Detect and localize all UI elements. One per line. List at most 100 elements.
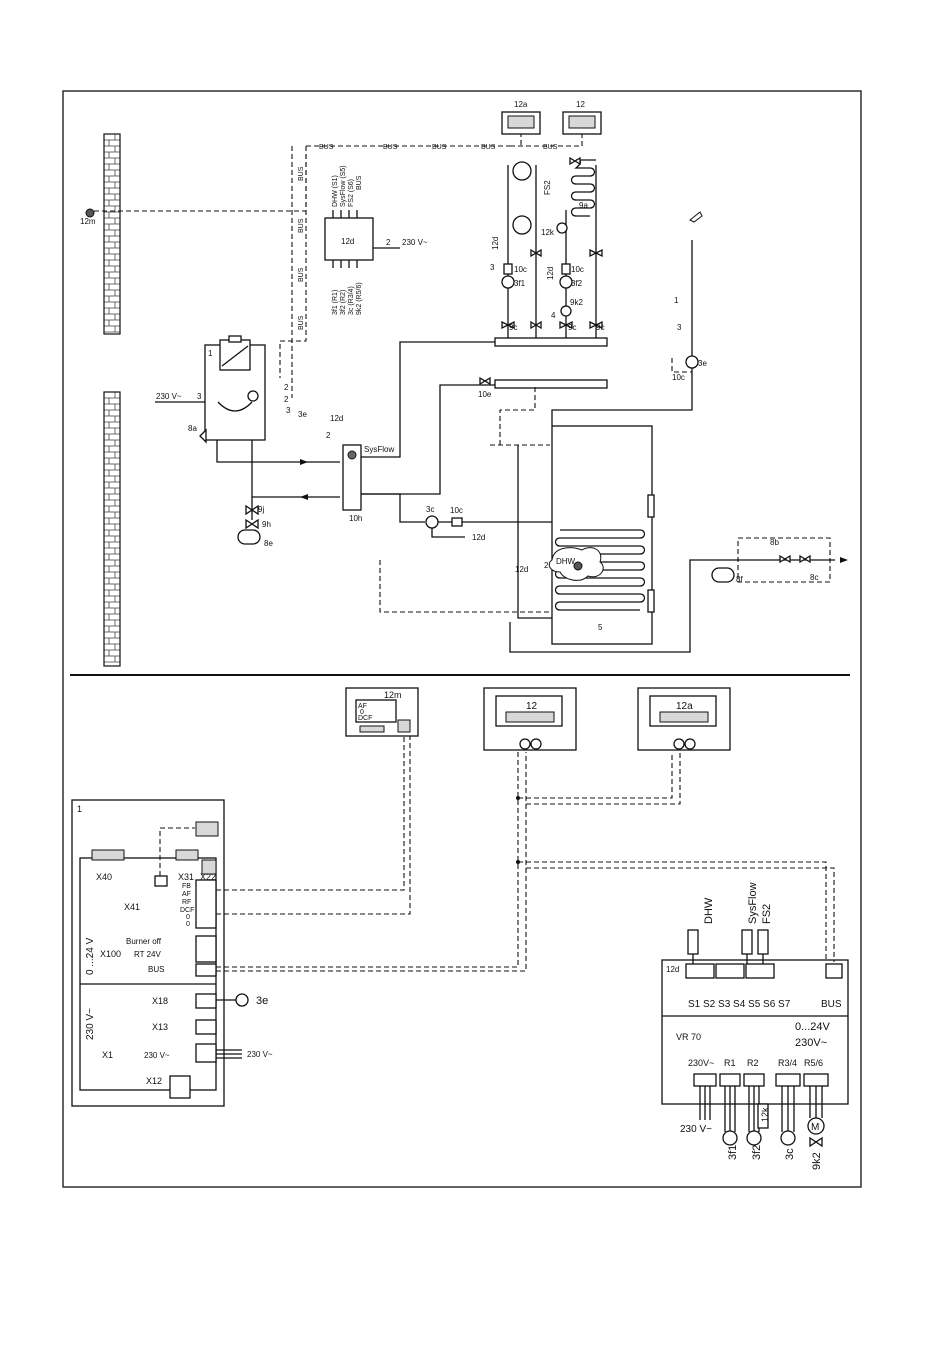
heating-return-main bbox=[361, 384, 500, 495]
remote-term-0: 0 bbox=[360, 709, 364, 716]
range-low-label: 0 ...24 V bbox=[85, 937, 96, 975]
pump-3e-circ-label: 3e bbox=[698, 359, 707, 368]
cold-inlet-arrow-icon bbox=[840, 557, 848, 563]
sensor-12d-dhw: 12d bbox=[515, 565, 528, 574]
heating-flow-main bbox=[361, 341, 500, 458]
x-small-connector bbox=[154, 875, 168, 887]
vr70-s-block-2 bbox=[715, 963, 745, 979]
sensor-12d-rad: 12d bbox=[491, 237, 500, 250]
sensor-wire-manifold bbox=[499, 385, 536, 445]
num-2-boiler-a: 2 bbox=[284, 383, 289, 392]
module-in-2: FS2 (S6) bbox=[348, 179, 355, 207]
valve-9h-label: 9h bbox=[262, 520, 271, 529]
bus-label-3: BUS bbox=[298, 267, 305, 282]
num-2-module: 2 bbox=[386, 238, 391, 247]
valve-10c-cyl-icon bbox=[451, 517, 463, 527]
return-pipe bbox=[251, 440, 340, 498]
valve-10c-cyl-label: 10c bbox=[450, 506, 463, 515]
module-out-3: 9k2 (R5/6) bbox=[356, 282, 363, 315]
pump-3e-elec-label: 3e bbox=[256, 995, 268, 1007]
bus-label-4: BUS bbox=[298, 315, 305, 330]
label-12m: 12m bbox=[80, 217, 96, 226]
valve-8a-label: 8a bbox=[188, 424, 197, 433]
valve-10c-rad: 10c bbox=[514, 265, 527, 274]
valve-9c-label-3: 9c bbox=[596, 323, 604, 332]
num-1-circ: 1 bbox=[674, 296, 679, 305]
vessel-8e-label: 8e bbox=[264, 539, 273, 548]
module-in-0: DHW (S1) bbox=[332, 175, 339, 207]
pump-3c-elec-icon bbox=[780, 1130, 796, 1146]
vr70-out-r34: R3/4 bbox=[778, 1058, 797, 1068]
x1-block bbox=[195, 1043, 217, 1063]
vr70-s-block-1 bbox=[685, 963, 715, 979]
svg-text:12d: 12d bbox=[341, 237, 354, 246]
module-12d-schematic: 12d bbox=[324, 210, 400, 268]
vr70-sensor-label-dhw: DHW bbox=[703, 897, 715, 924]
vr70-label: 12d bbox=[666, 965, 679, 974]
bus-label-7: BUS bbox=[432, 144, 447, 151]
pump-3f2-label: 3f2 bbox=[571, 279, 583, 288]
vr70-out-block-3 bbox=[743, 1073, 765, 1087]
pump-3e-label: 3e bbox=[298, 410, 307, 419]
group-8c-label: 8c bbox=[810, 573, 818, 582]
num-3-boiler: 3 bbox=[197, 392, 202, 401]
num-3-rad: 3 bbox=[490, 263, 495, 272]
dhw-sensor-icon bbox=[573, 561, 583, 571]
x18-label: X18 bbox=[152, 996, 168, 1006]
valve-9k2-label: 9k2 bbox=[570, 298, 583, 307]
manifold-flow bbox=[494, 337, 608, 347]
vr70-sensor-fs2 bbox=[757, 929, 769, 964]
vr70-sensor-sysflow bbox=[741, 929, 753, 964]
controller-12-top: 12 bbox=[562, 100, 602, 135]
burner-off-label: Burner off bbox=[126, 937, 162, 946]
remote-term-af: AF bbox=[358, 703, 367, 710]
sensor-12k-label: 12k bbox=[541, 228, 555, 237]
valve-10c-ufh: 10c bbox=[571, 265, 584, 274]
wire-remote-a bbox=[216, 736, 405, 891]
wire-bus-a bbox=[216, 752, 519, 968]
vr70-sensor-label-sysflow: SysFlow bbox=[747, 882, 759, 924]
x40-label: X40 bbox=[96, 872, 112, 882]
sensor-12d-header: 12d bbox=[330, 414, 343, 423]
valve-9j-label: 9j bbox=[258, 505, 264, 514]
safety-group-8c bbox=[737, 537, 831, 583]
hot-water-line bbox=[551, 368, 693, 426]
board-top-connector bbox=[195, 821, 219, 837]
radiator-circuit bbox=[501, 161, 542, 338]
x40-connector bbox=[91, 849, 125, 861]
dhw-label: DHW bbox=[556, 557, 576, 566]
valve-9c-label-2: 9c bbox=[568, 323, 576, 332]
sensor-wire-cylinder bbox=[379, 560, 550, 613]
sensor-wire-3e bbox=[671, 358, 692, 373]
x18-block bbox=[195, 993, 217, 1009]
x41-block bbox=[195, 879, 217, 929]
check-valve-2-icon bbox=[799, 554, 811, 564]
load-3c: 3c bbox=[784, 1148, 796, 1160]
cylinder-5-label: 5 bbox=[598, 623, 603, 632]
vr70-out-r56: R5/6 bbox=[804, 1058, 823, 1068]
controller-12a-elec-label: 12a bbox=[676, 701, 693, 712]
valve-9a-label: 9a bbox=[579, 201, 588, 210]
bus-board-label: BUS bbox=[148, 965, 164, 974]
num-2-header: 2 bbox=[326, 431, 331, 440]
controller-12a-elec bbox=[637, 687, 731, 751]
bus-label-9: BUS bbox=[543, 144, 558, 151]
valve-10e-label: 10e bbox=[478, 390, 492, 399]
x12-label: X12 bbox=[146, 1076, 162, 1086]
wire-12m bbox=[94, 153, 307, 212]
pump-3f2-elec-icon bbox=[746, 1130, 762, 1146]
x13-block bbox=[195, 1019, 217, 1035]
valve-9k2-elec-icon bbox=[809, 1136, 823, 1148]
x41-t2: RF bbox=[182, 899, 191, 906]
x41-t0: FB bbox=[182, 883, 191, 890]
num-2-dhw: 2 bbox=[544, 561, 549, 570]
vr70-out-block-5 bbox=[803, 1073, 829, 1087]
vr70-bus-block bbox=[825, 963, 843, 979]
num-4-ufh: 4 bbox=[551, 311, 556, 320]
x100-block bbox=[195, 935, 217, 963]
pump-3c-label: 3c bbox=[426, 505, 434, 514]
svg-text:1: 1 bbox=[208, 349, 213, 358]
x41-label: X41 bbox=[124, 902, 140, 912]
sysflow-sensor-icon bbox=[347, 450, 357, 460]
